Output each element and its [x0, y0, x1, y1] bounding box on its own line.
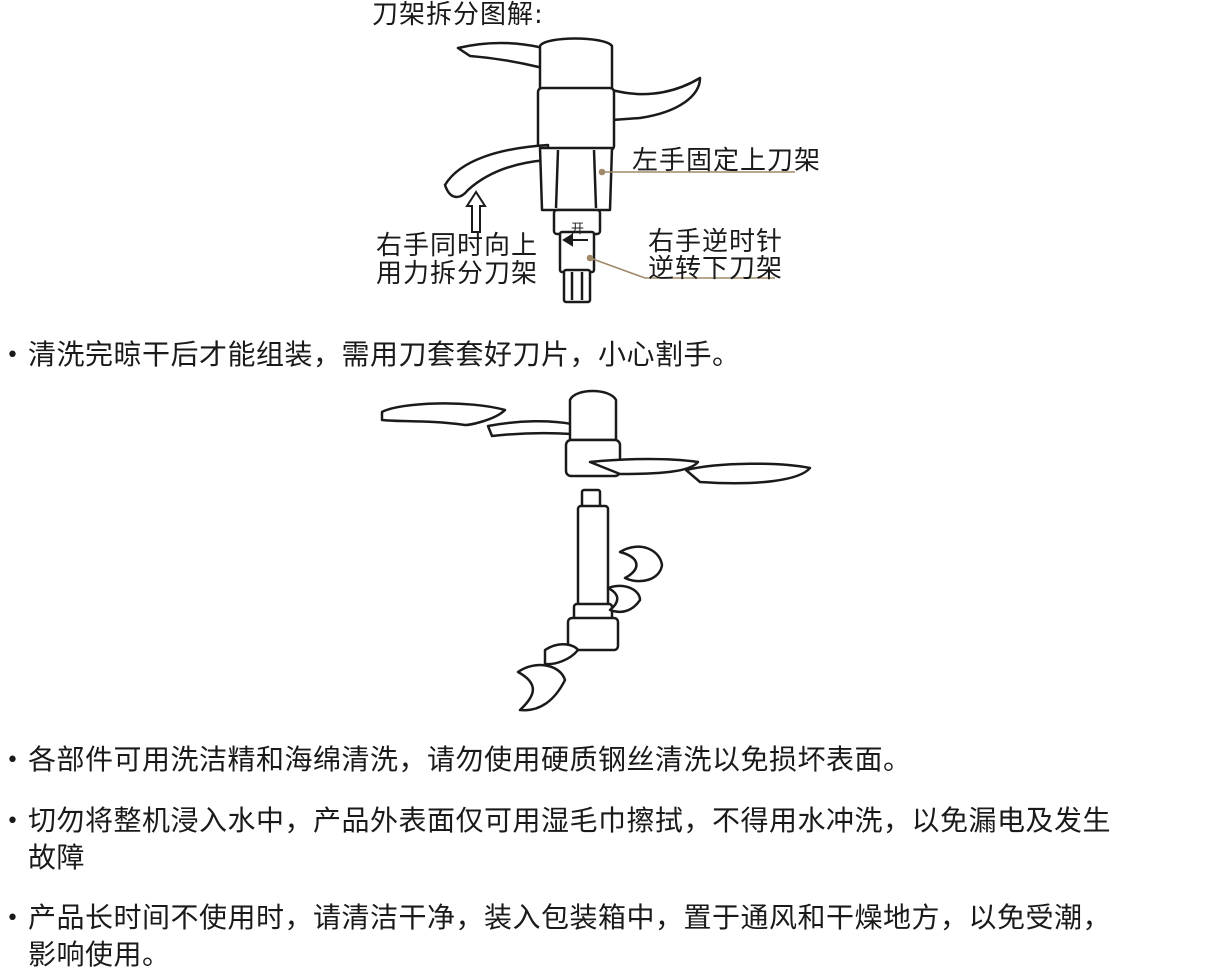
exploded-crescent-2	[606, 584, 642, 614]
shaft	[558, 230, 596, 274]
exploded-crescent-1	[618, 545, 664, 583]
bullet-text: 各部件可用洗洁精和海绵清洗，请勿使用硬质钢丝清洗以免损坏表面。	[28, 743, 912, 776]
bullet-continuation: 故障	[28, 841, 86, 874]
exploded-cap	[568, 389, 618, 442]
bullet-item-1: • 清洗完晾干后才能组装，需用刀套套好刀片，小心割手。	[6, 337, 741, 374]
shaft-spline	[562, 268, 592, 304]
label-right-turn-line2: 逆转下刀架	[648, 254, 784, 284]
bullet-item-3: •切勿将整机浸入水中，产品外表面仅可用湿毛巾擦拭，不得用水冲洗，以免漏电及发生 …	[6, 803, 1111, 876]
bullet-text: 切勿将整机浸入水中，产品外表面仅可用湿毛巾擦拭，不得用水冲洗，以免漏电及发生	[28, 804, 1112, 837]
exploded-crescent-4	[516, 663, 567, 712]
bullet-marker: •	[6, 906, 20, 931]
bullet-text: 清洗完晾干后才能组装，需用刀套套好刀片，小心割手。	[28, 338, 741, 371]
label-right-lift-line2: 用力拆分刀架	[376, 259, 539, 289]
bullet-continuation: 影响使用。	[28, 938, 171, 971]
exploded-blade-4	[684, 462, 812, 485]
bullet-marker: •	[6, 809, 20, 834]
bullet-marker: •	[6, 343, 20, 368]
bullet-marker: •	[6, 748, 20, 773]
lower-housing	[538, 146, 614, 212]
exploded-blade-2	[486, 419, 574, 438]
exploded-shaft	[576, 504, 610, 608]
bullet-text: 产品长时间不使用时，请清洁干净，装入包装箱中，置于通风和干燥地方，以免受潮，	[28, 901, 1112, 934]
exploded-lower-hub	[566, 616, 620, 652]
exploded-blade-3	[588, 457, 700, 476]
left-arrow-icon	[562, 233, 588, 247]
bullet-item-2: • 各部件可用洗洁精和海绵清洗，请勿使用硬质钢丝清洗以免损坏表面。	[6, 742, 912, 779]
top-cap	[538, 37, 614, 92]
exploded-crescent-3	[543, 643, 580, 666]
up-arrow-icon	[465, 190, 487, 233]
upper-blade-right	[610, 76, 702, 122]
label-right-turn-line1: 右手逆时针	[648, 227, 784, 257]
leader-line-lower	[589, 257, 775, 279]
diagram-title: 刀架拆分图解:	[372, 0, 544, 30]
bullet-item-4: •产品长时间不使用时，请清洁干净，装入包装箱中，置于通风和干燥地方，以免受潮， …	[6, 900, 1111, 973]
main-body	[536, 86, 616, 152]
exploded-blade-1	[380, 402, 507, 427]
label-right-lift-line1: 右手同时向上	[376, 231, 539, 261]
label-open-mark: 开	[571, 222, 585, 237]
lower-blade-left	[443, 143, 550, 199]
label-left-fix-upper: 左手固定上刀架	[632, 146, 822, 176]
